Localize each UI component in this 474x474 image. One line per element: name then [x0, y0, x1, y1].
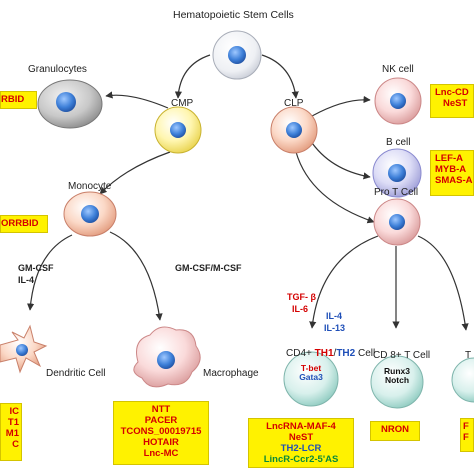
arrow-clp-to-b [309, 139, 371, 180]
monocyte-cell [63, 191, 117, 237]
lncrna-item: F [463, 421, 469, 432]
cd8-tf-labels: Runx3 Notch [380, 366, 414, 386]
granulocytes-label: Granulocytes [28, 64, 87, 75]
lncrna-item: LEF-A [435, 153, 463, 164]
cd4-tf-labels: T-bet Gata3 [294, 363, 328, 383]
hsc-label: Hematopoietic Stem Cells [173, 9, 294, 21]
monocyte-label: Monocyte [68, 181, 112, 192]
clp-cell [270, 106, 318, 154]
lncrna-box-b: LEF-A MYB-A SMAS-A [430, 150, 474, 196]
pro-t-label: Pro T Cell [374, 187, 419, 198]
arrow-clp-to-prot [295, 151, 375, 224]
lncrna-item: F [463, 431, 469, 443]
lncrna-box-monocyte: ORRBID [0, 215, 48, 233]
lncrna-item: NeST [443, 97, 468, 109]
runx3-label: Runx3 [384, 366, 410, 376]
il4-left-label: IL-4 [18, 275, 35, 285]
lncrna-box-cd4: LncRNA-MAF-4 NeST TH2-LCR LincR-Ccr2-5'A… [248, 418, 354, 468]
tbet-label: T-bet [300, 363, 322, 373]
lncrna-box-dendritic: IC T1 M1 C [0, 403, 22, 461]
lncrna-item: NeST [288, 431, 314, 443]
arrow-cmp-to-monocyte [99, 151, 171, 195]
lncrna-item: RBID [1, 94, 25, 105]
cd4-label: CD4+ TH1/TH2 Cell [286, 348, 375, 359]
b-label: B cell [386, 137, 411, 148]
cd4-suffix: Cell [358, 348, 376, 359]
arrow-monocyte-to-macrophage [109, 231, 163, 321]
lncrna-item: PACER [144, 414, 178, 426]
il4-label: IL-4 [326, 311, 343, 321]
gata3-label: Gata3 [299, 372, 323, 383]
arrow-cmp-to-granulocytes [105, 91, 169, 109]
cd8-label: CD 8+ T Cell [373, 350, 431, 361]
il6-label: IL-6 [292, 304, 309, 314]
nk-label: NK cell [382, 64, 414, 75]
nk-cell [374, 77, 422, 125]
lncrna-item: C [12, 438, 19, 450]
granulocyte-cell [37, 79, 103, 129]
macrophage-label: Macrophage [203, 368, 259, 379]
b-cell [372, 148, 422, 198]
macrophage-cell [133, 326, 201, 388]
lncrna-item: LincR-Ccr2-5'AS [263, 453, 339, 465]
arrow-prot-to-t [417, 235, 469, 331]
arrow-monocyte-to-dendritic [26, 234, 73, 311]
gm-m-csf-label: GM-CSF/M-CSF [175, 263, 242, 273]
t-partial-label: T [465, 350, 472, 361]
lncrna-item: MYB-A [435, 163, 467, 175]
lncrna-item: NRON [381, 424, 409, 435]
cmp-label: CMP [171, 98, 194, 109]
il13-label: IL-13 [324, 323, 346, 333]
arrow-hsc-to-clp [261, 54, 299, 99]
lncrna-box-granulocytes: RBID [0, 91, 37, 109]
lncrna-item: ORRBID [1, 218, 39, 229]
arrow-hsc-to-cmp [174, 54, 211, 99]
lncrna-item: SMAS-A [435, 174, 473, 186]
cd4-prefix: CD4+ [286, 348, 312, 359]
cmp-cell [154, 106, 202, 154]
gm-csf-label: GM-CSF [18, 263, 54, 273]
hsc-cell [212, 30, 262, 80]
th2-label: TH2 [336, 348, 356, 359]
lncrna-item: IC [9, 406, 20, 417]
clp-label: CLP [284, 98, 304, 109]
dendritic-label: Dendritic Cell [46, 368, 106, 379]
lncrna-item: LncRNA-MAF-4 [266, 421, 336, 432]
cd8-cell [370, 355, 424, 409]
arrows [26, 54, 469, 331]
dendritic-cell [0, 324, 48, 374]
lncrna-item: Lnc-MC [143, 447, 179, 459]
arrow-clp-to-nk [311, 95, 371, 117]
lncrna-box-cd8: NRON [370, 421, 420, 441]
pro-t-cell [373, 198, 421, 246]
lncrna-item: TH2-LCR [280, 442, 322, 454]
lncrna-item: T1 [7, 416, 19, 428]
lncrna-box-macrophage: NTT PACER TCONS_00019715 HOTAIR Lnc-MC [113, 401, 209, 465]
tgf-b-label: TGF- β [287, 292, 316, 302]
lncrna-item: Lnc-CD [435, 87, 469, 98]
arrow-prot-to-cd4 [309, 235, 379, 329]
lncrna-box-t-partial: F F [460, 418, 474, 452]
lncrna-item: TCONS_00019715 [120, 425, 202, 437]
lncrna-box-nk: Lnc-CD NeST [430, 84, 474, 118]
lncrna-item: M1 [5, 427, 19, 439]
lncrna-item: NTT [151, 404, 171, 415]
lncrna-item: HOTAIR [143, 436, 179, 448]
t-partial-cell [451, 357, 474, 403]
cd4-cell [283, 351, 339, 407]
th-slash: / [333, 348, 337, 359]
th1-label: TH1 [314, 348, 334, 359]
notch-label: Notch [384, 375, 410, 386]
